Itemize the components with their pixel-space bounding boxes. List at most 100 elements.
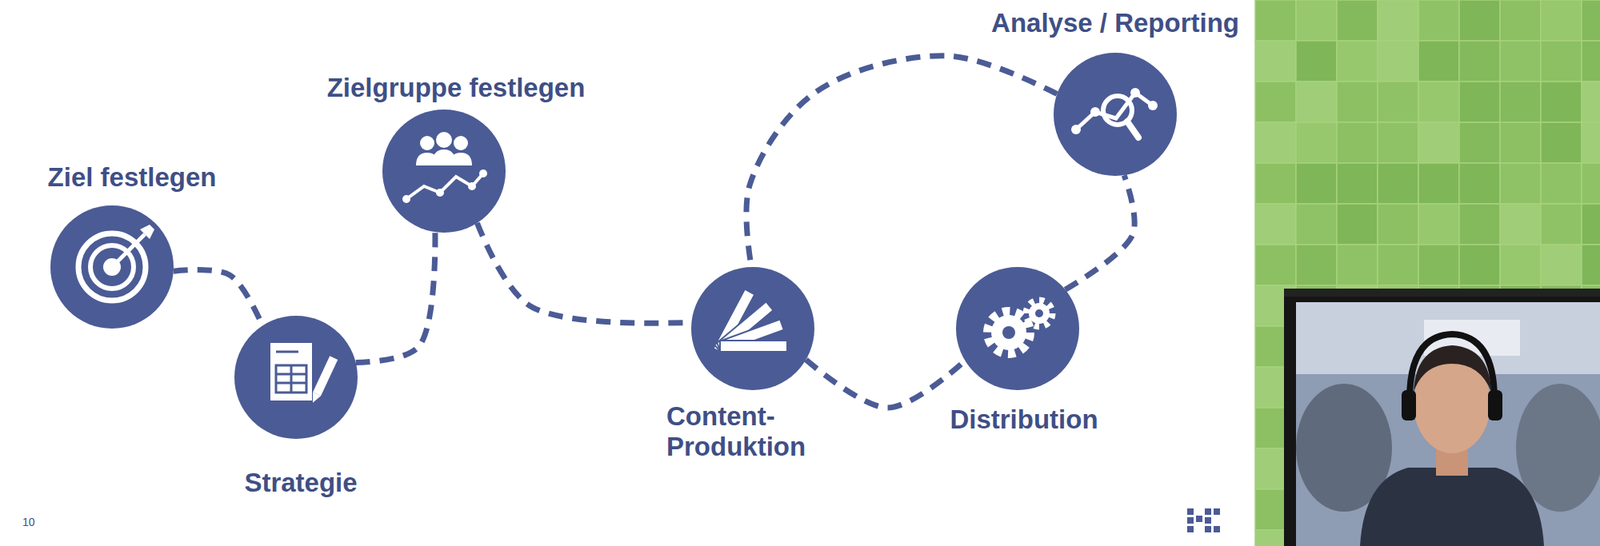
circle-fill (956, 267, 1080, 391)
step-circle: Distribution (956, 267, 1080, 391)
green-tile (1581, 81, 1600, 123)
green-tile (1296, 81, 1337, 123)
step-icon (1071, 88, 1158, 138)
green-tile (1336, 244, 1378, 286)
step-circle: Zielgruppe festlegen (382, 109, 506, 233)
dashed-connector (476, 223, 692, 324)
green-tile (1540, 40, 1582, 82)
circle-shape (382, 109, 506, 233)
step-label: Content- Produktion (666, 401, 819, 463)
step-icon (713, 289, 788, 355)
green-tile (1581, 204, 1600, 245)
green-tile (1500, 163, 1541, 204)
step-circle: Strategie (234, 316, 358, 440)
green-tile (1459, 163, 1500, 204)
green-tile (1377, 163, 1419, 204)
webcam-video (1284, 288, 1600, 546)
circle-shape (234, 316, 358, 440)
step-icon (78, 224, 155, 301)
green-tile (1296, 163, 1337, 204)
green-tile (1377, 0, 1419, 41)
green-tile (1500, 244, 1541, 286)
green-tile (1500, 81, 1541, 123)
green-tile (1418, 163, 1460, 204)
step-icon (988, 300, 1052, 354)
green-tile (1581, 122, 1600, 164)
green-tile (1296, 204, 1337, 245)
page-number: 10 (22, 516, 36, 529)
circle-fill (1053, 52, 1177, 176)
circle-fill (234, 316, 358, 440)
green-tile (1581, 0, 1600, 41)
green-tile (1296, 122, 1337, 164)
green-tile (1255, 163, 1296, 204)
slide-logo (1187, 508, 1220, 533)
green-tile (1418, 0, 1460, 41)
green-tile (1459, 204, 1500, 245)
dashed-connector (1065, 175, 1136, 290)
green-tile (1296, 40, 1337, 82)
green-tile (1459, 244, 1500, 286)
circle-shape (50, 205, 174, 329)
green-tile (1336, 163, 1378, 204)
green-tile (1500, 0, 1541, 41)
green-tile (1500, 122, 1541, 164)
step-circle: Analyse / Reporting (1053, 52, 1177, 176)
green-tile (1418, 244, 1460, 286)
green-tile (1418, 40, 1460, 82)
step-label: Zielgruppe festlegen (327, 72, 586, 104)
green-tile (1336, 40, 1378, 82)
green-tile (1540, 163, 1582, 204)
circle-shape (691, 267, 815, 391)
green-tile (1377, 81, 1419, 123)
green-tile (1540, 204, 1582, 245)
green-tile (1459, 122, 1500, 164)
green-tile (1581, 40, 1600, 82)
dashed-connector (356, 232, 436, 363)
dashed-connector (746, 56, 1057, 268)
green-tile (1459, 0, 1500, 41)
green-tile (1418, 81, 1460, 123)
green-tile (1540, 81, 1582, 123)
green-tile (1540, 122, 1582, 164)
circle-fill (691, 267, 815, 391)
green-tile (1540, 244, 1582, 286)
green-tile (1377, 40, 1419, 82)
green-tile (1336, 81, 1378, 123)
green-tile (1500, 40, 1541, 82)
dashed-connector (805, 360, 965, 408)
green-tile (1255, 244, 1296, 286)
step-label: Analyse / Reporting (991, 8, 1240, 39)
green-tile (1336, 204, 1378, 245)
step-icon (402, 132, 488, 204)
circle-fill (50, 205, 174, 329)
step-label: Distribution (949, 404, 1098, 436)
step-label: Strategie (244, 468, 357, 499)
dashed-connector (173, 270, 263, 327)
circle-shape (1053, 52, 1177, 176)
green-tile (1255, 0, 1296, 41)
step-icon (270, 343, 338, 405)
green-tile (1377, 122, 1419, 164)
green-tile (1459, 40, 1500, 82)
green-tile (1255, 122, 1296, 164)
green-tile (1336, 122, 1378, 164)
green-tile (1255, 40, 1296, 82)
green-tile (1581, 244, 1600, 286)
green-tile (1418, 204, 1460, 245)
green-tile (1336, 0, 1378, 41)
step-circle: Ziel festlegen (50, 205, 174, 329)
green-tile (1459, 81, 1500, 123)
green-tile (1581, 163, 1600, 204)
green-tile (1540, 0, 1582, 41)
step-label: Ziel festlegen (48, 162, 217, 193)
green-tile (1418, 122, 1460, 164)
step-circle: Content- Produktion (691, 267, 815, 391)
green-tile (1296, 244, 1337, 286)
green-tile (1377, 244, 1419, 286)
green-tile (1255, 81, 1296, 123)
circle-shape (956, 267, 1080, 391)
